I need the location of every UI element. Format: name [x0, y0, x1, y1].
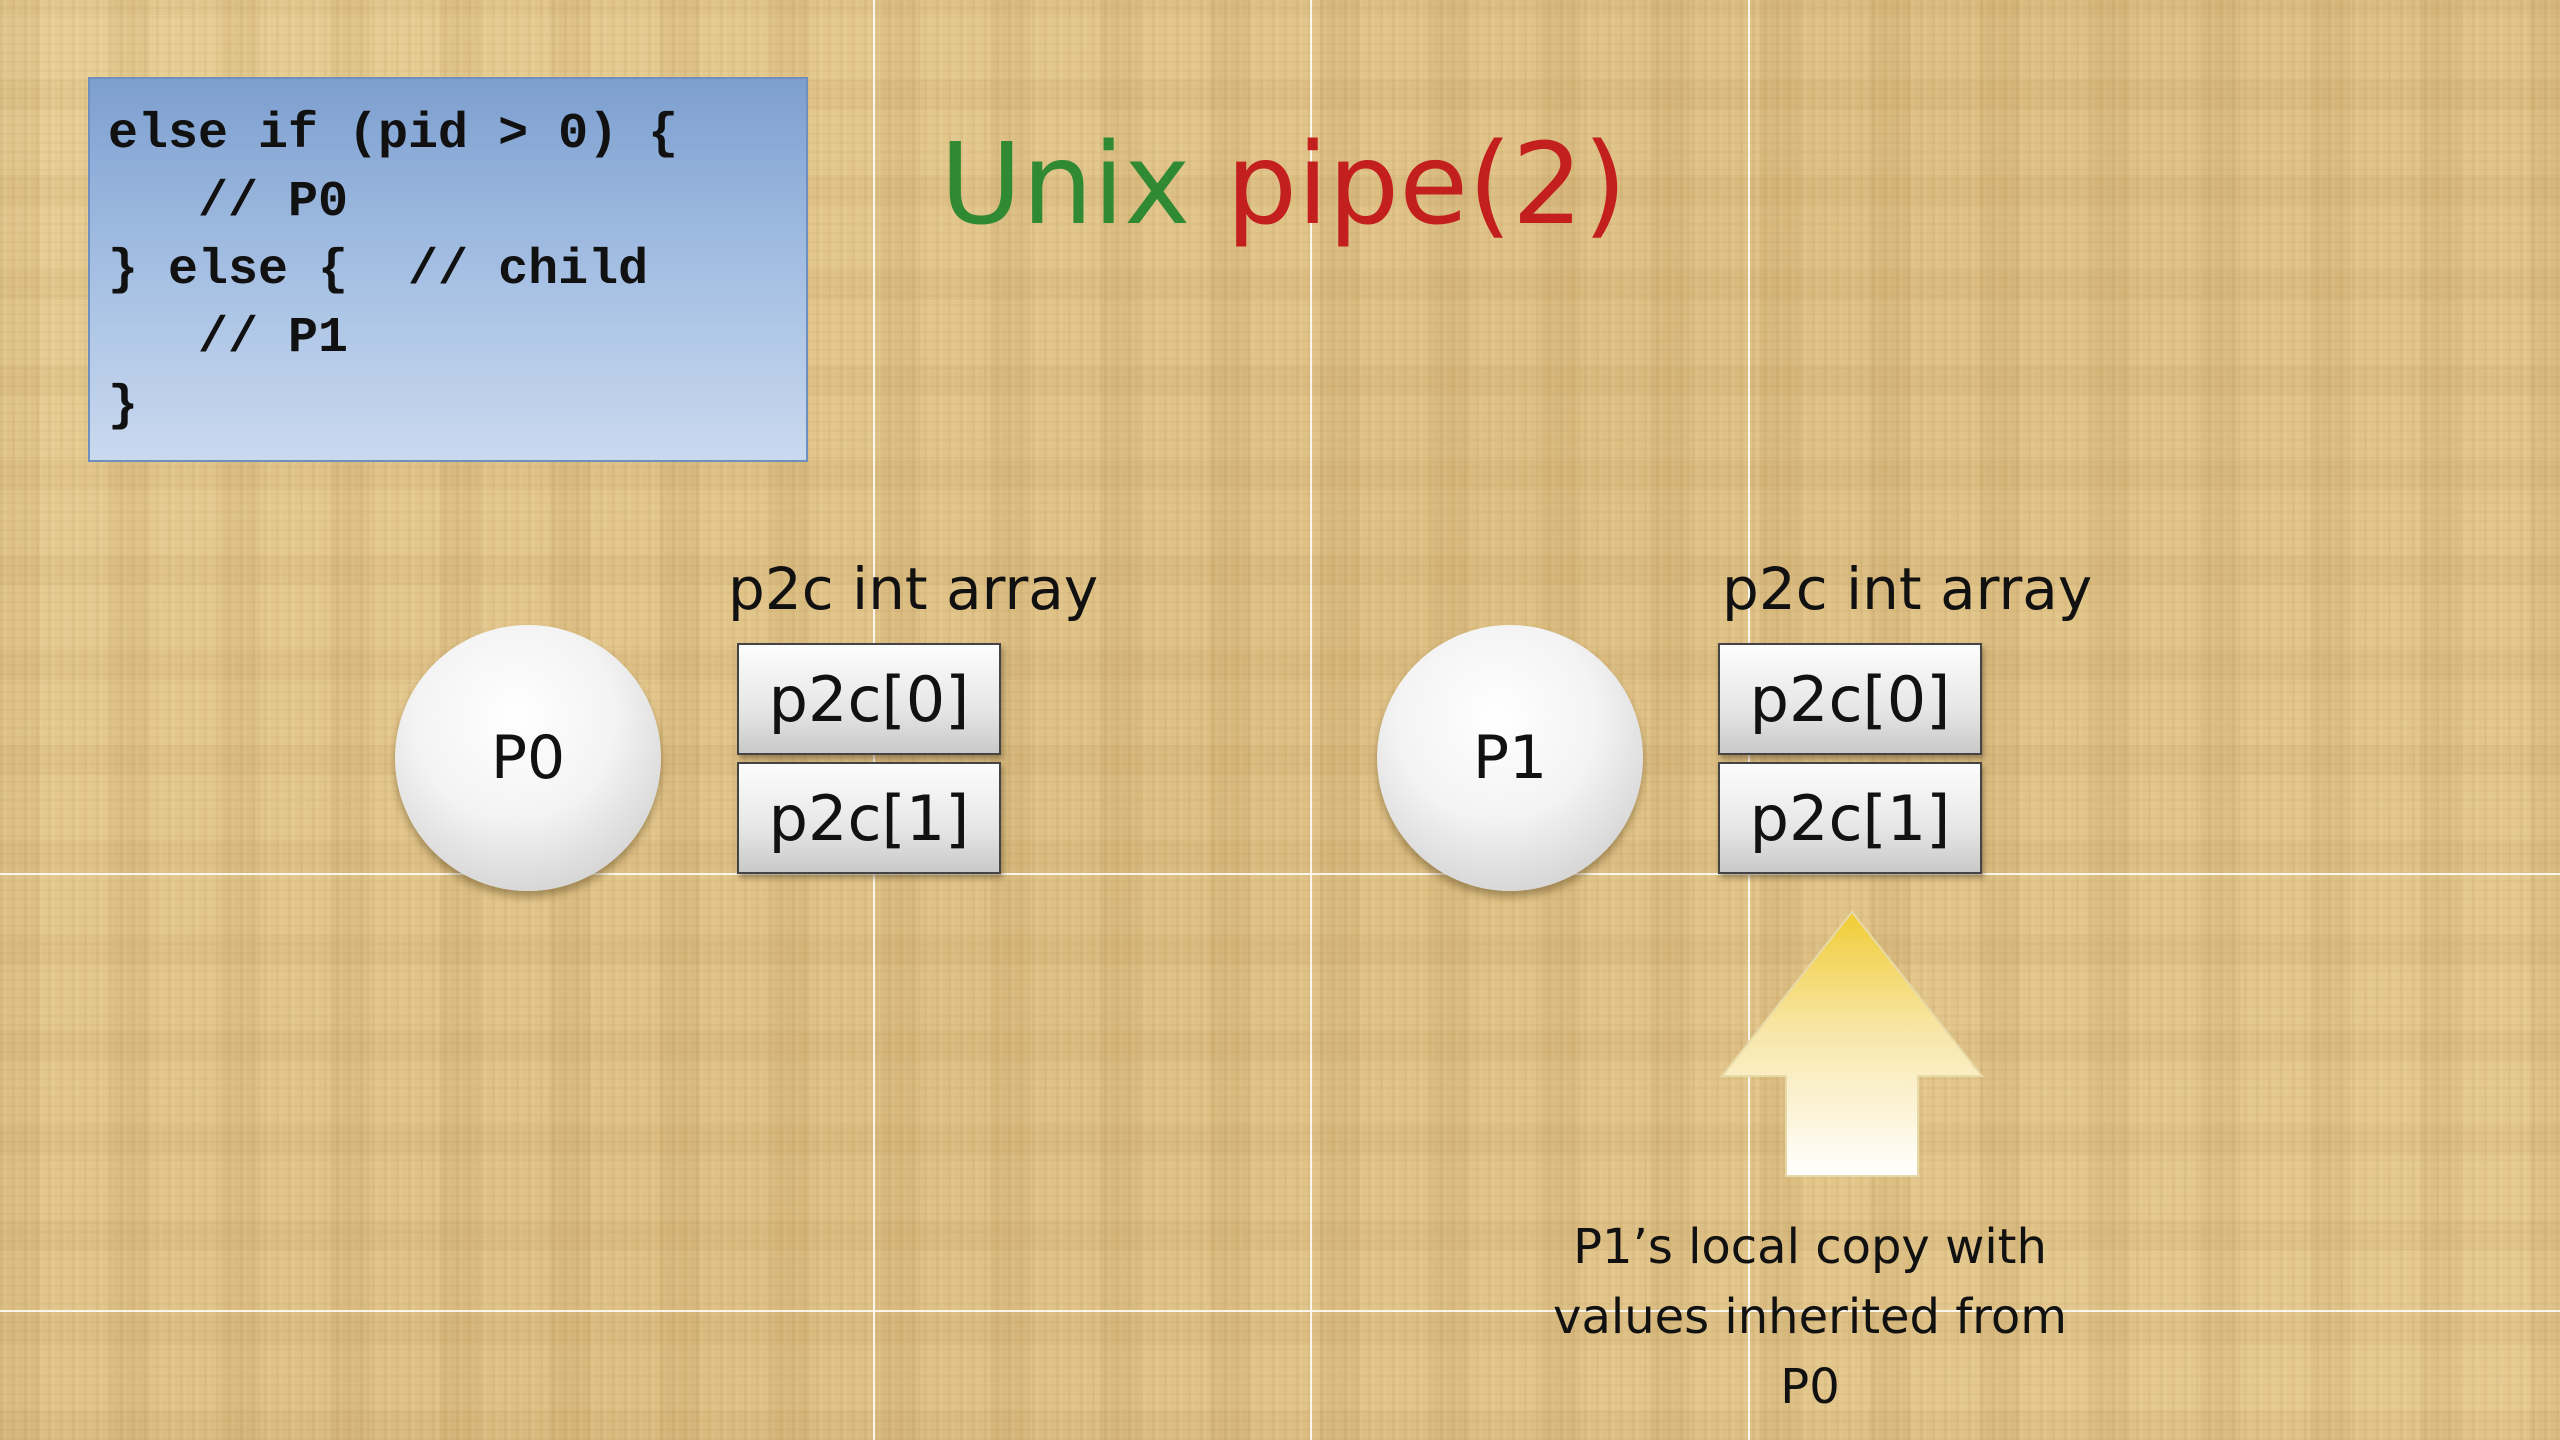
grid-line — [1310, 0, 1312, 1440]
up-arrow-icon — [1719, 910, 1985, 1177]
p0-array-label: p2c int array — [728, 555, 1099, 623]
p1-array-cell-1: p2c[1] — [1718, 762, 1982, 874]
code-snippet-box: else if (pid > 0) { // P0 } else { // ch… — [88, 77, 808, 462]
process-p1-circle: P1 — [1377, 625, 1643, 891]
grid-line — [0, 873, 2560, 875]
grid-line — [0, 1310, 2560, 1312]
p1-array-label: p2c int array — [1722, 555, 2093, 623]
code-line: } else { // child — [108, 242, 649, 299]
code-line: } — [108, 378, 139, 435]
code-line: // P1 — [108, 310, 349, 367]
code-line: // P0 — [108, 174, 349, 231]
slide-title: Unix pipe(2) — [940, 110, 1627, 260]
title-pipe: pipe(2) — [1225, 120, 1627, 250]
caption-line: P0 — [1780, 1359, 1840, 1415]
p0-array-cell-1: p2c[1] — [737, 762, 1001, 874]
title-unix: Unix — [940, 120, 1191, 250]
caption-line: values inherited from — [1553, 1289, 2067, 1345]
process-p0-circle: P0 — [395, 625, 661, 891]
code-line: else if (pid > 0) { — [108, 106, 679, 163]
p0-array-cell-0: p2c[0] — [737, 643, 1001, 755]
inheritance-caption: P1’s local copy with values inherited fr… — [1510, 1212, 2110, 1422]
process-p0-label: P0 — [490, 723, 566, 793]
caption-line: P1’s local copy with — [1573, 1219, 2047, 1275]
process-p1-label: P1 — [1472, 723, 1548, 793]
p1-array-cell-0: p2c[0] — [1718, 643, 1982, 755]
